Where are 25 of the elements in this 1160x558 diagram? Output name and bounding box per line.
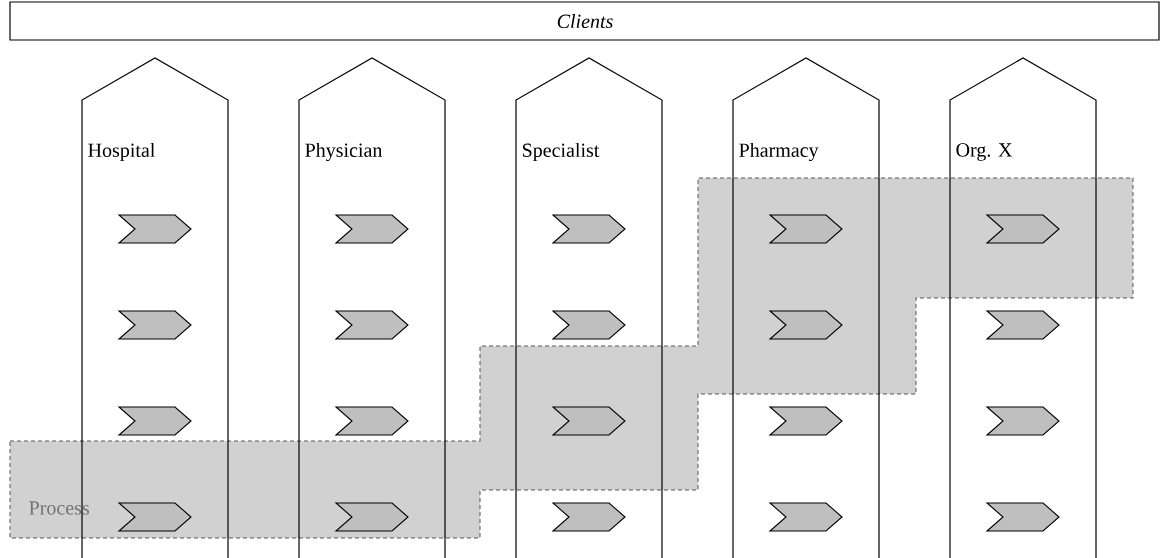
chevron-arrow	[117, 406, 192, 436]
swimlane-column: Physician	[298, 57, 446, 558]
chevron-arrow	[334, 406, 409, 436]
swimlane-column: Pharmacy	[732, 57, 880, 558]
swimlane-column: Specialist	[515, 57, 663, 558]
chevron-arrow	[985, 406, 1060, 436]
chevron-arrow	[985, 310, 1060, 340]
chevron-arrow	[768, 310, 843, 340]
chevron-arrow	[985, 502, 1060, 532]
chevron-arrow	[117, 502, 192, 532]
chevron-arrow	[768, 406, 843, 436]
chevron-arrow	[551, 406, 626, 436]
chevron-arrow	[117, 214, 192, 244]
chevron-arrow	[551, 214, 626, 244]
chevron-arrow	[334, 214, 409, 244]
chevron-arrow	[334, 502, 409, 532]
clients-bar: Clients	[9, 1, 1160, 41]
chevron-arrow	[768, 214, 843, 244]
swimlane-column: Org. X	[949, 57, 1097, 558]
chevron-arrow	[551, 310, 626, 340]
chevron-arrow	[334, 310, 409, 340]
chevron-arrow	[551, 502, 626, 532]
chevron-arrow	[985, 214, 1060, 244]
chevron-arrow	[117, 310, 192, 340]
chevron-arrow	[768, 502, 843, 532]
